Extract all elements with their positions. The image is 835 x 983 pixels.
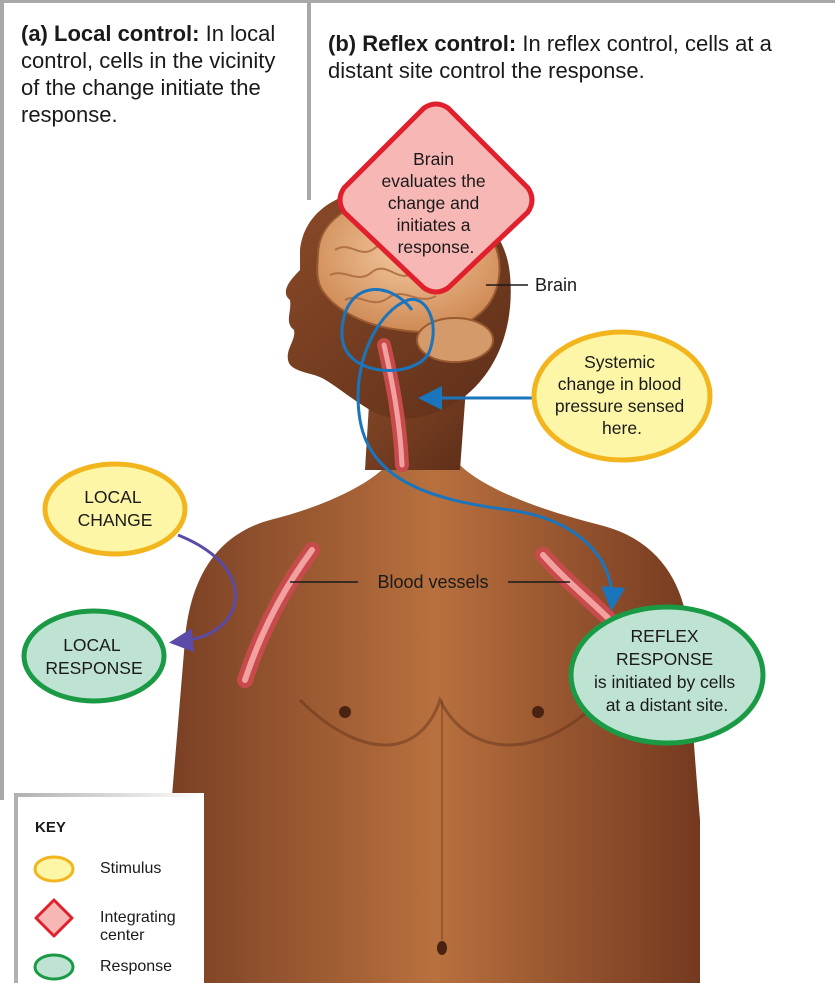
key-response-swatch (35, 955, 73, 979)
systemic-change-line: Systemic (584, 352, 655, 372)
local-change-line: LOCAL (84, 487, 142, 507)
systemic-change-stimulus: Systemic change in blood pressure sensed… (534, 332, 710, 460)
systemic-change-line: here. (602, 418, 642, 438)
reflex-response: REFLEX RESPONSE is initiated by cells at… (571, 607, 763, 743)
local-change-stimulus: LOCAL CHANGE (45, 464, 185, 554)
reflex-response-line: is initiated by cells (594, 672, 735, 692)
brain-center-line: response. (398, 237, 475, 257)
brain-center-line: Brain (413, 149, 454, 169)
brain-label: Brain (535, 275, 577, 295)
key-integrating-center-label: Integrating center (100, 909, 204, 945)
systemic-change-line: change in blood (558, 374, 682, 394)
local-change-line: CHANGE (78, 510, 153, 530)
key-title: KEY (35, 819, 66, 836)
brain-center-line: evaluates the (382, 171, 486, 191)
navel (437, 941, 447, 955)
key-left-border (14, 793, 18, 983)
key-stimulus-swatch (35, 857, 73, 881)
key-response-label: Response (100, 958, 172, 976)
reflex-response-line: at a distant site. (606, 695, 729, 715)
local-response-line: LOCAL (63, 635, 121, 655)
brain-center-line: initiates a (397, 215, 471, 235)
systemic-change-line: pressure sensed (555, 396, 684, 416)
left-nipple (339, 706, 351, 718)
blood-vessels-label: Blood vessels (377, 572, 488, 592)
right-nipple (532, 706, 544, 718)
local-response-line: RESPONSE (45, 658, 142, 678)
local-response: LOCAL RESPONSE (24, 611, 164, 701)
key-stimulus-label: Stimulus (100, 860, 161, 878)
key-legend: KEY Stimulus Integrating center Response (14, 793, 204, 983)
reflex-response-line: RESPONSE (616, 649, 713, 669)
response-shape (24, 611, 164, 701)
key-top-border (14, 793, 204, 797)
reflex-response-line: REFLEX (631, 626, 699, 646)
brain-center-line: change and (388, 193, 479, 213)
stimulus-shape (45, 464, 185, 554)
